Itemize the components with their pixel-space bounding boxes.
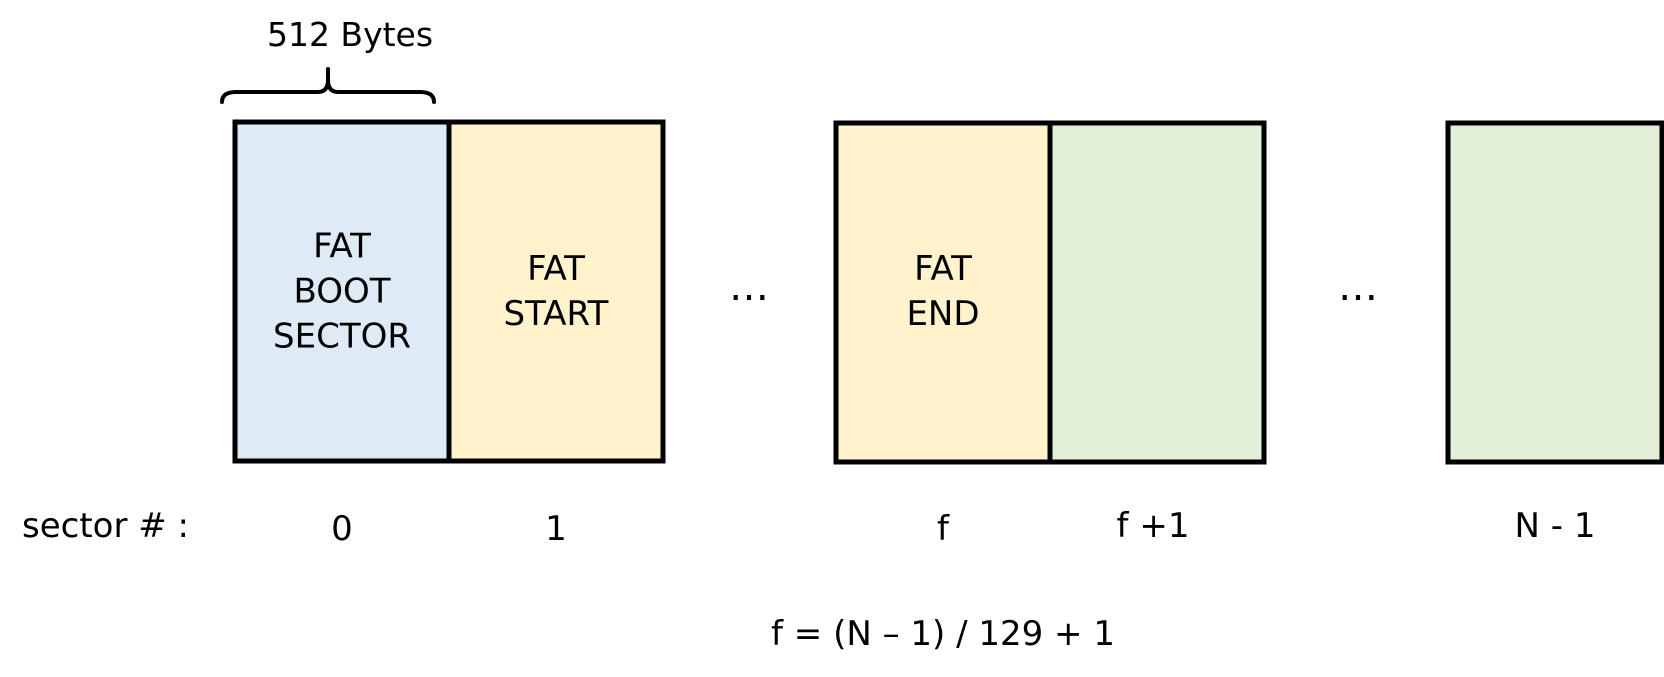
sector-label-line: SECTOR (273, 317, 411, 357)
brace-label: 512 Bytes (267, 15, 433, 54)
sector-box-fat-start (446, 119, 666, 464)
sector-number-prefix: sector # : (22, 506, 189, 546)
sector-box-data-last (1445, 120, 1664, 465)
sector-index-fat-start: 1 (545, 509, 567, 549)
size-brace (220, 67, 436, 104)
sector-label-fat-end: FAT END (906, 249, 979, 334)
ellipsis-gap-1: … (729, 264, 769, 310)
sector-index-data-last: N - 1 (1515, 506, 1596, 546)
sector-index-boot: 0 (331, 509, 353, 549)
sector-label-line: BOOT (293, 272, 390, 312)
sector-label-boot: FAT BOOT SECTOR (273, 227, 411, 357)
sector-label-line: FAT (914, 249, 972, 289)
sector-label-line: FAT (313, 227, 371, 267)
sector-label-line: START (504, 294, 609, 334)
sector-label-line: END (906, 294, 979, 334)
sector-box-boot (232, 119, 452, 464)
sector-index-fat-end: f (937, 509, 950, 549)
sector-box-fat-end (833, 120, 1053, 465)
sector-label-fat-start: FAT START (504, 249, 609, 334)
sector-box-data-first (1047, 120, 1267, 465)
ellipsis-gap-2: … (1338, 264, 1378, 310)
sector-index-data-first: f +1 (1117, 506, 1190, 546)
fat-end-formula: f = (N – 1) / 129 + 1 (771, 614, 1115, 654)
sector-label-line: FAT (527, 249, 585, 289)
